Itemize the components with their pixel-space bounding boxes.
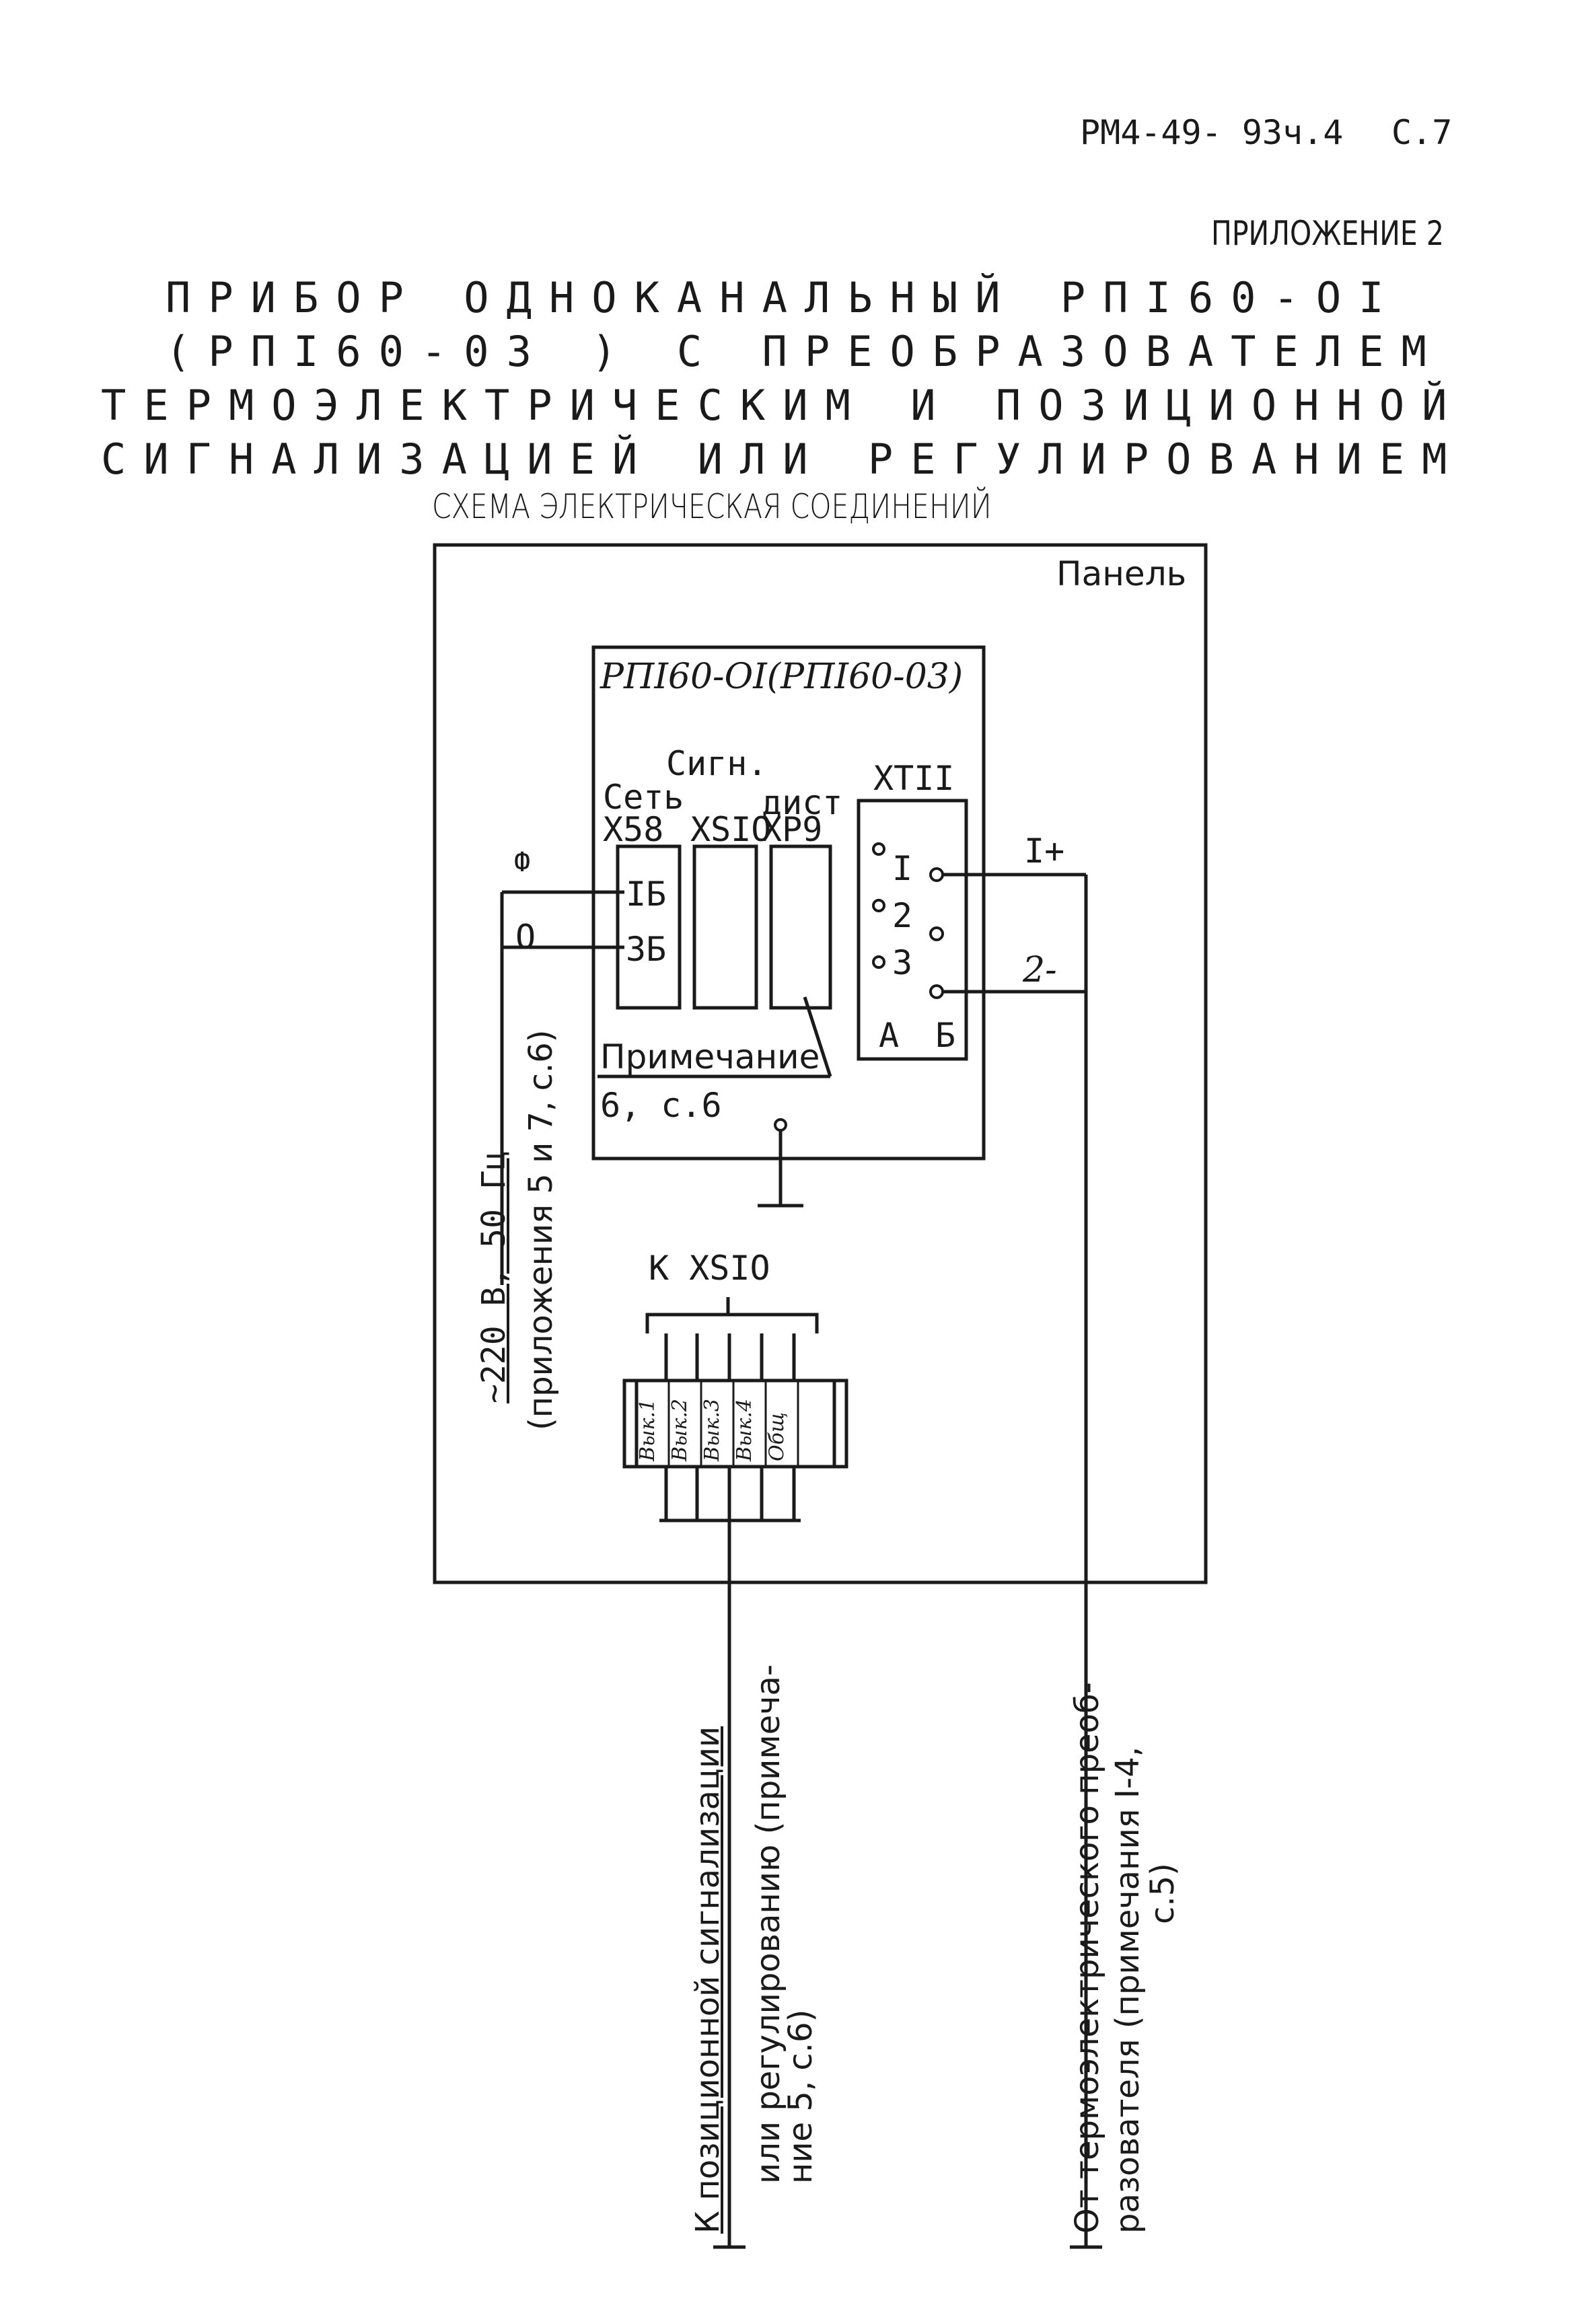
pin-3b: 3Б	[626, 930, 667, 969]
power-label: ~220 В, 50 Гц	[475, 1150, 513, 1403]
connector-xsio-id: XSIO	[690, 810, 772, 849]
remote-label: дист	[762, 783, 843, 822]
appendix-label: ПРИЛОЖЕНИЕ 2	[1211, 214, 1444, 253]
device-box	[591, 645, 986, 1161]
panel-label: Панель	[1056, 554, 1187, 593]
phase-label: Ф	[514, 847, 531, 878]
thermocouple-caption-line-3: с.5)	[1144, 1863, 1182, 1924]
xsio-reference: К XSIO	[649, 1249, 770, 1288]
terminal-pin-2: 2	[892, 896, 913, 935]
terminal-block-label-5: Общ	[765, 1412, 789, 1461]
signaling-caption-line-3: ние 5, с.6)	[782, 2009, 820, 2184]
signaling-caption-line-1: К позиционной сигнализации	[689, 1726, 727, 2234]
document-code: РМ4-49- 93ч.4	[1080, 113, 1344, 152]
title-line-4: СИГНАЛИЗАЦИЕЙ ИЛИ РЕГУЛИРОВАНИЕМ	[101, 435, 1465, 484]
terminal-block-label-1: Вык.1	[636, 1398, 659, 1461]
terminal-column-b: Б	[935, 1016, 956, 1055]
device-label: РПI60-OI(РПI60-03)	[600, 657, 964, 697]
power-note: (приложения 5 и 7, с.6)	[522, 1029, 560, 1430]
terminal-id: XTII	[873, 759, 955, 798]
thermocouple-caption-line-1: От термоэлектрического преоб-	[1068, 1682, 1106, 2234]
wire-minus-label: 2-	[1023, 950, 1057, 990]
title-line-3: ТЕРМОЭЛЕКТРИЧЕСКИМ И ПОЗИЦИОННОЙ	[101, 381, 1465, 430]
signaling-caption-line-2: или регулированию (примеча-	[750, 1664, 787, 2184]
wire-plus-label: I+	[1024, 832, 1065, 871]
note-reference: 6, с.6	[600, 1086, 722, 1125]
title-line-1: ПРИБОР ОДНОКАНАЛЬНЫЙ РПI60-OI	[166, 273, 1402, 322]
signal-label: Сигн.	[666, 744, 768, 783]
connector-x58-id: X58	[603, 810, 664, 849]
terminal-pin-1: I	[892, 849, 913, 888]
note-label: Примечание	[600, 1037, 820, 1076]
connector-x58-box	[616, 844, 682, 1010]
connector-xp9-id: XP9	[762, 810, 823, 849]
panel-frame	[433, 543, 1208, 1584]
network-label: Сеть	[603, 778, 684, 817]
title-line-2: (РПI60-03 ) С ПРЕОБРАЗОВАТЕЛЕМ	[166, 327, 1444, 376]
page-number: С.7	[1391, 113, 1453, 152]
pin-1b: IБ	[626, 875, 667, 914]
diagram-subtitle: СХЕМА ЭЛЕКТРИЧЕСКАЯ СОЕДИНЕНИЙ	[432, 487, 992, 526]
terminal-block-label-3: Вык.3	[700, 1398, 724, 1461]
terminal-pin-3: 3	[892, 943, 913, 982]
terminal-block	[622, 1379, 848, 1469]
thermocouple-caption-line-2: разователя (примечания I-4,	[1109, 1746, 1147, 2234]
terminal-column-a: А	[879, 1016, 900, 1055]
terminal-block-label-4: Вык.4	[733, 1398, 756, 1461]
terminal-block-label-2: Вык.2	[668, 1398, 692, 1461]
connector-xp9-box	[769, 844, 832, 1010]
connector-xsio-box	[692, 844, 758, 1010]
zero-label: O	[515, 918, 536, 957]
terminal-xtii-box	[857, 799, 968, 1061]
